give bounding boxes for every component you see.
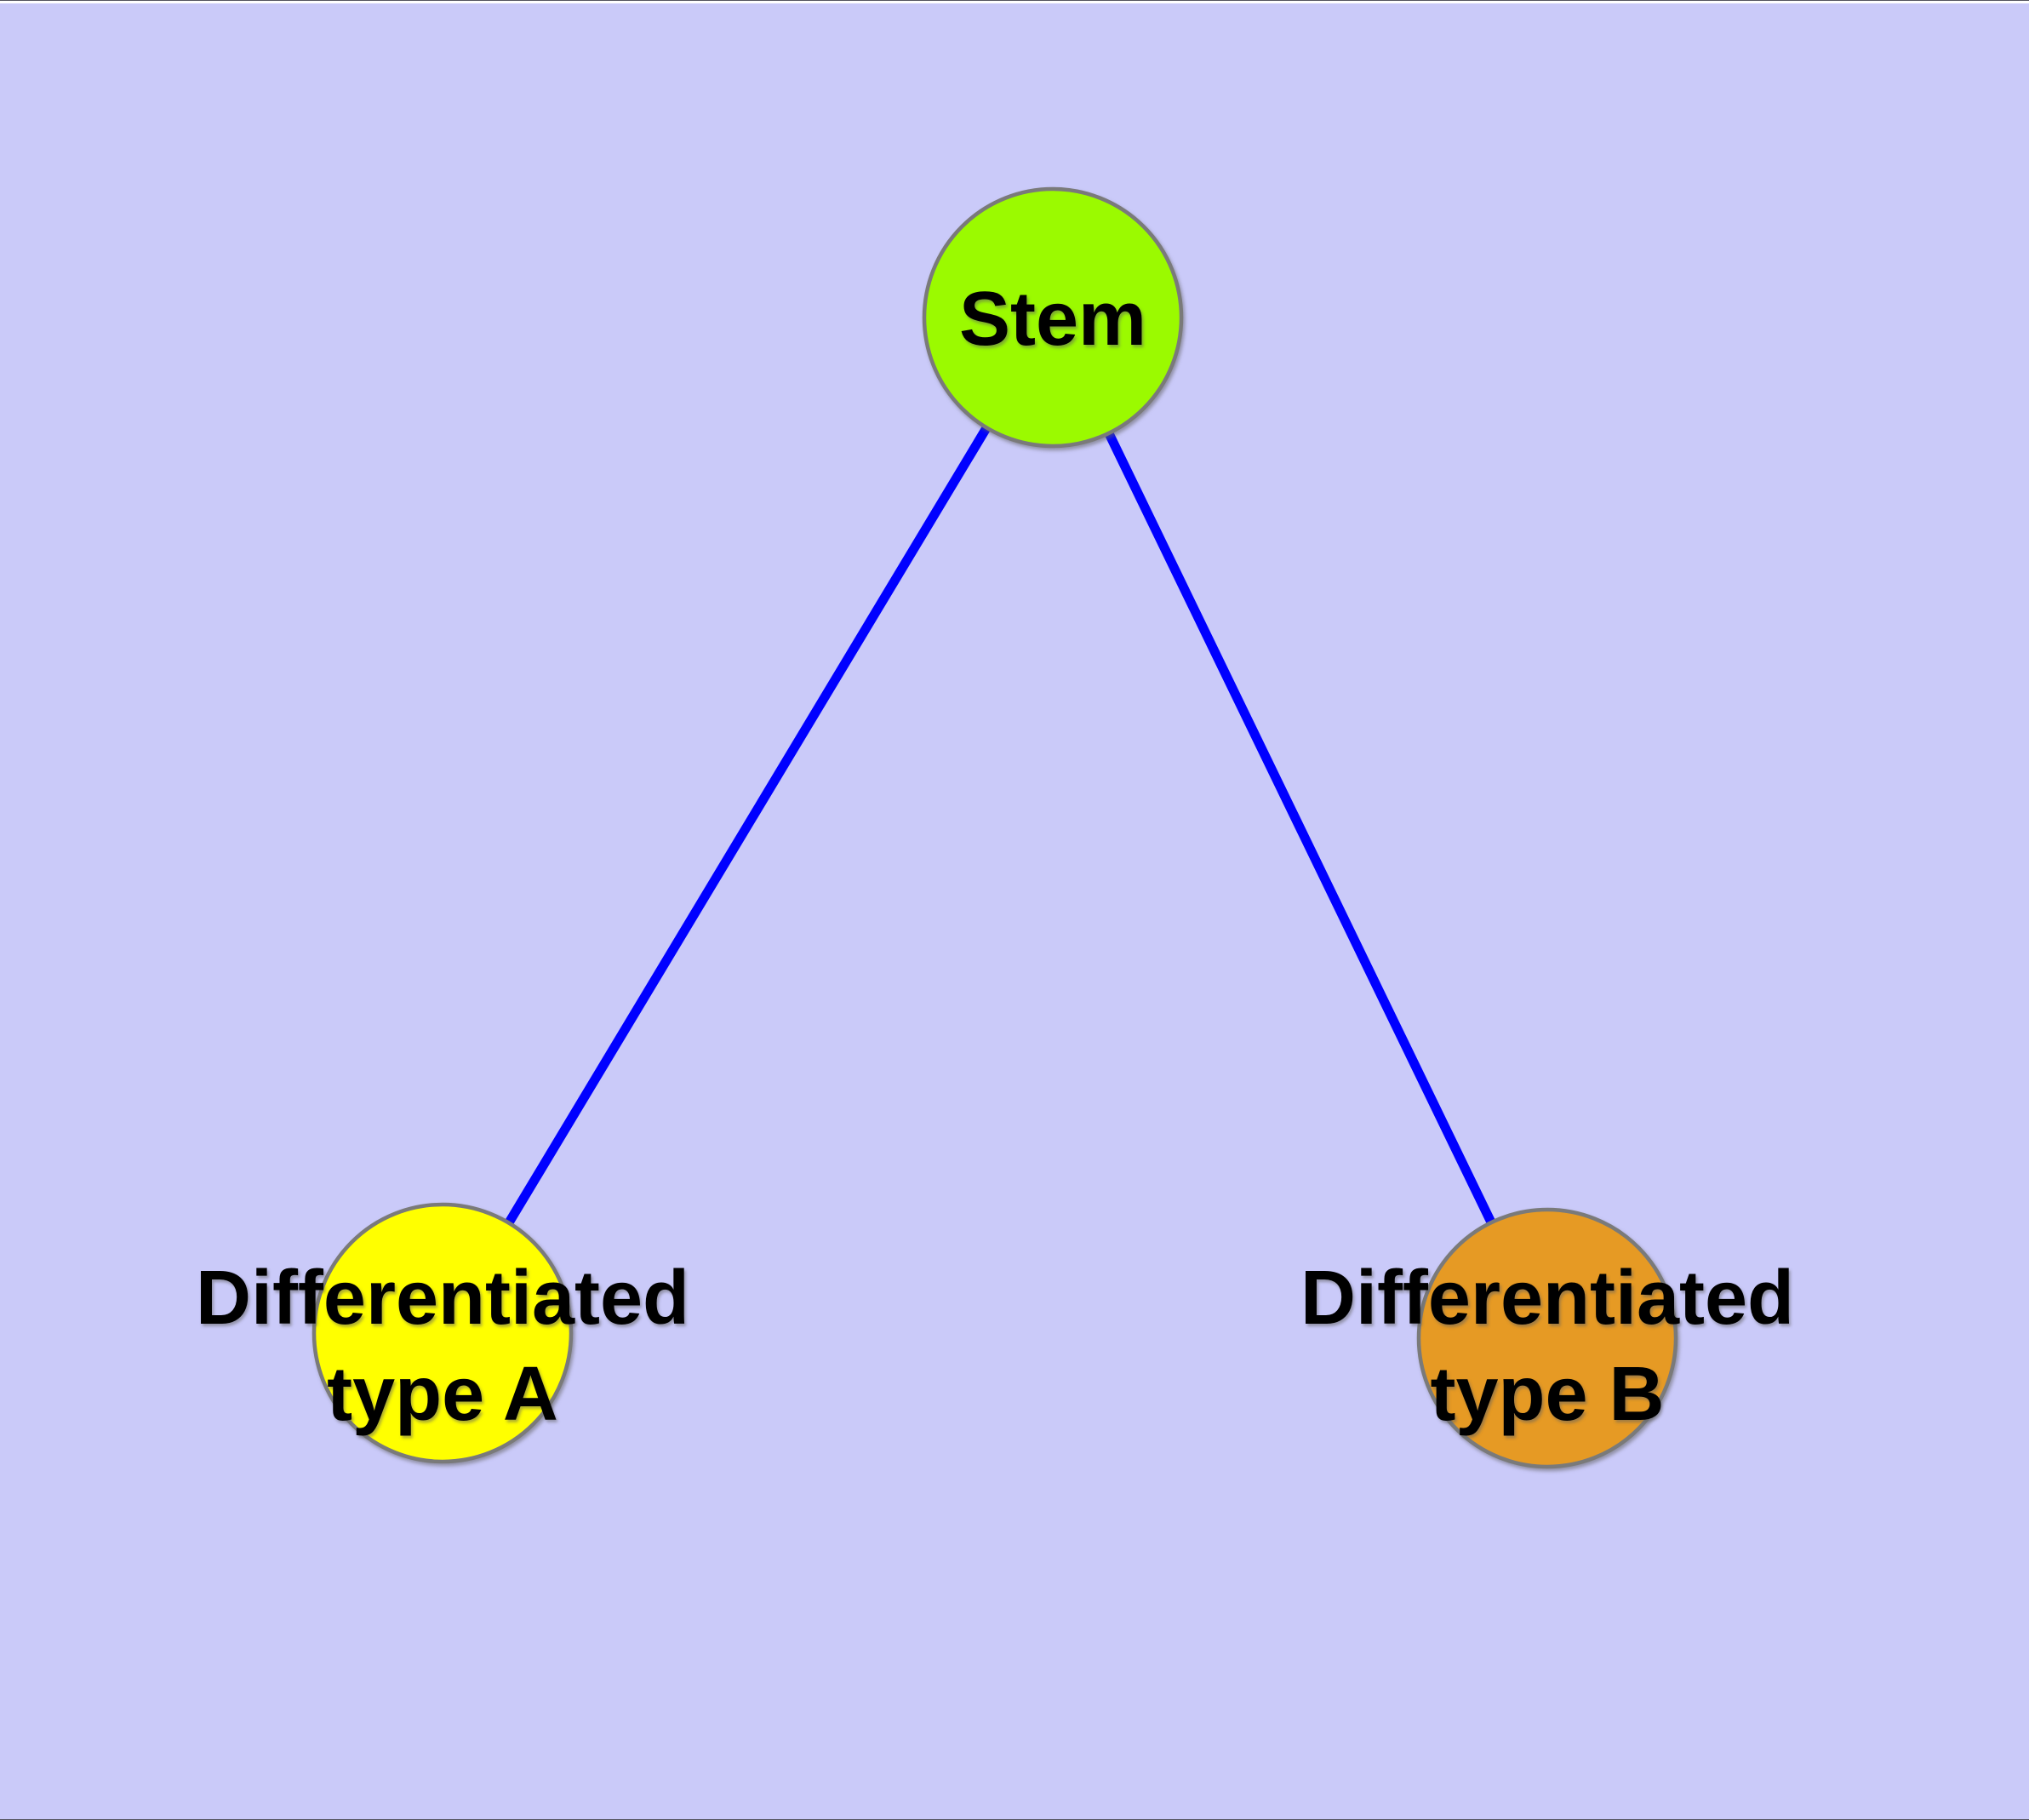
node-differentiated-type-b: Differentiated type B bbox=[1300, 1207, 1794, 1469]
node-stem-label: Stem bbox=[959, 277, 1146, 362]
edge-layer bbox=[438, 315, 1552, 1341]
node-type-a-label-line2: type A bbox=[327, 1352, 558, 1437]
node-type-b-circle bbox=[1416, 1207, 1678, 1469]
top-white-strip bbox=[0, 1, 2029, 3]
edge-stem-to-type-a bbox=[438, 315, 1057, 1336]
node-type-a-label-line1: Differentiated bbox=[196, 1256, 689, 1341]
top-hairline bbox=[0, 0, 2029, 1]
node-stem-circle bbox=[922, 186, 1184, 449]
node-type-b-label-line1: Differentiated bbox=[1300, 1256, 1794, 1341]
node-stem: Stem bbox=[922, 186, 1184, 449]
node-type-b-label-line2: type B bbox=[1430, 1352, 1664, 1437]
node-differentiated-type-a: Differentiated type A bbox=[196, 1202, 689, 1464]
edge-stem-to-type-b bbox=[1049, 315, 1552, 1341]
node-type-a-circle bbox=[311, 1202, 574, 1464]
